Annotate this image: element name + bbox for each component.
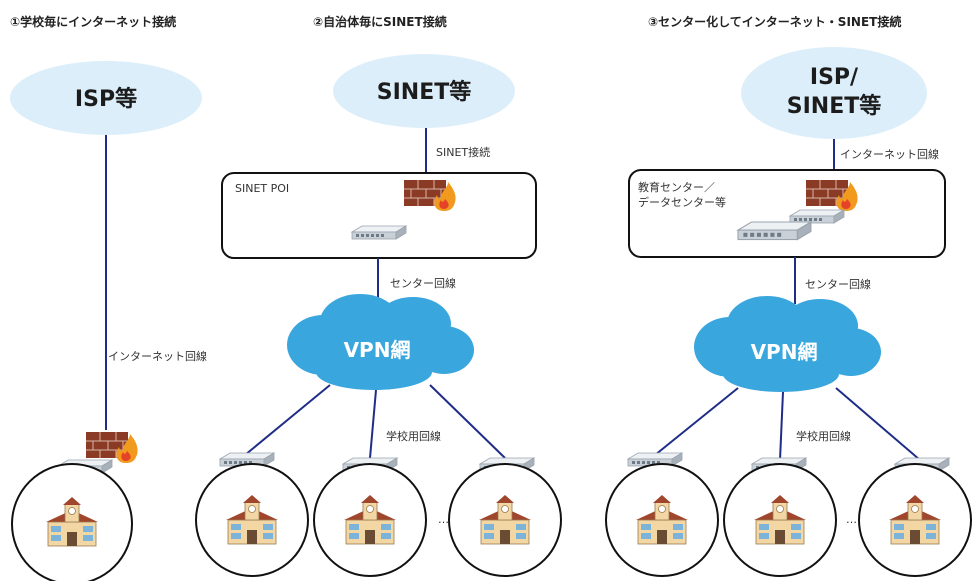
panel-3-switch-a-icon <box>789 209 845 224</box>
panel-3: ③センター化してインターネット・SINET接続 ISP/ SINET等 インター… <box>605 14 972 577</box>
panel-3-isp-sinet-label-line2: SINET等 <box>787 93 881 119</box>
panel-3-router-icon <box>737 221 812 241</box>
panel-3-vpn-cloud <box>694 296 881 392</box>
panel-2-vpn-label: VPN網 <box>344 338 411 362</box>
panel-3-vpn-label: VPN網 <box>751 340 818 364</box>
panel-3-isp-sinet-ellipse <box>741 47 927 139</box>
panel-2-title: ②自治体毎にSINET接続 <box>313 14 447 29</box>
panel-3-center-box-label-line1: 教育センター／ <box>638 180 715 194</box>
panel-3-isp-sinet-label-line1: ISP/ <box>810 65 859 90</box>
panel-2-ellipsis: … <box>438 513 449 526</box>
panel-2-sinet-poi-label: SINET POI <box>235 182 289 195</box>
panel-1-isp-label: ISP等 <box>75 86 137 112</box>
panel-2-switch-icon <box>351 225 407 240</box>
panel-3-title: ③センター化してインターネット・SINET接続 <box>648 14 901 29</box>
panel-3-school-line-label: 学校用回線 <box>796 429 851 443</box>
panel-2-sinet-ellipse <box>333 54 515 128</box>
panel-3-center-line-label: センター回線 <box>805 277 871 291</box>
panel-1: ①学校毎にインターネット接続 ISP等 インターネット回線 <box>10 14 207 581</box>
panel-2-center-line-label: センター回線 <box>390 276 456 290</box>
panel-2-school-lines <box>244 384 506 459</box>
panel-3-school-lines <box>654 387 921 461</box>
panel-2-school-line-label: 学校用回線 <box>386 429 441 443</box>
panel-2: ②自治体毎にSINET接続 SINET等 SINET接続 SINET POI セ… <box>195 14 562 577</box>
panel-1-isp-ellipse <box>10 61 202 135</box>
panel-1-internet-line-label: インターネット回線 <box>108 349 207 363</box>
panel-2-vpn-cloud <box>287 294 474 390</box>
panel-3-internet-line-label: インターネット回線 <box>840 147 939 161</box>
panel-2-sinet-label: SINET等 <box>377 79 471 105</box>
panel-3-center-box <box>628 169 946 258</box>
panel-3-ellipsis: … <box>846 513 857 526</box>
panel-1-title: ①学校毎にインターネット接続 <box>10 14 176 29</box>
panel-2-sinet-line-label: SINET接続 <box>436 145 490 159</box>
panel-3-center-box-label-line2: データセンター等 <box>638 195 726 209</box>
panel-1-firewall-icon <box>85 431 139 464</box>
